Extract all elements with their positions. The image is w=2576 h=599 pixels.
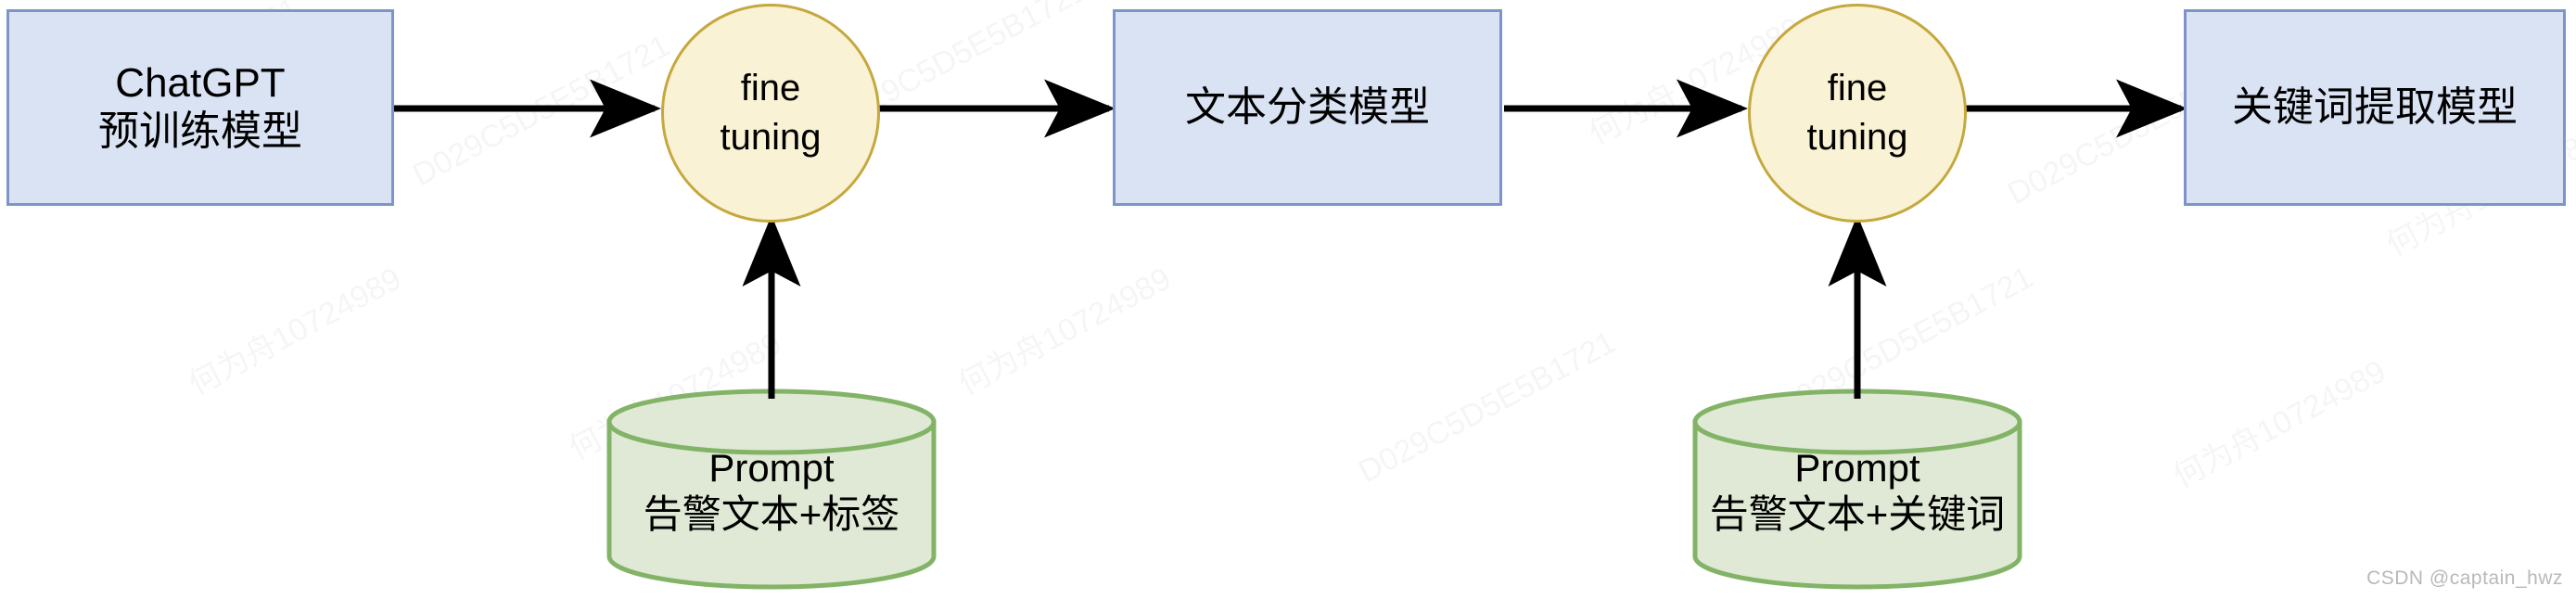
node-chatgpt-pretrained-model[interactable]: ChatGPT 预训练模型 (6, 9, 394, 206)
label-line: 文本分类模型 (1185, 84, 1430, 131)
node-fine-tuning-2-label: fine tuning (1751, 6, 1964, 220)
node-fine-tuning-2[interactable]: fine tuning (1748, 4, 1967, 223)
node-text-classification-model[interactable]: 文本分类模型 (1113, 9, 1502, 206)
csdn-credit-watermark: CSDN @captain_hwz (2366, 567, 2563, 589)
label-line: ChatGPT (115, 60, 286, 107)
node-fine-tuning-1[interactable]: fine tuning (661, 4, 880, 223)
prompt-alarm-text-keyword-shape (1692, 389, 2022, 590)
label-line: 关键词提取模型 (2232, 84, 2518, 131)
label-line: fine (740, 68, 801, 109)
node-fine-tuning-1-label: fine tuning (664, 6, 877, 220)
label-line: tuning (720, 117, 822, 158)
label-line: tuning (1806, 117, 1908, 158)
label-line: fine (1827, 68, 1888, 109)
node-keyword-extraction-model-label: 关键词提取模型 (2187, 12, 2563, 203)
label-line: 预训练模型 (98, 108, 302, 154)
node-keyword-extraction-model[interactable]: 关键词提取模型 (2184, 9, 2566, 206)
prompt-alarm-text-label-shape (606, 389, 937, 590)
node-text-classification-model-label: 文本分类模型 (1116, 12, 1499, 203)
node-chatgpt-pretrained-model-label: ChatGPT 预训练模型 (9, 12, 391, 203)
